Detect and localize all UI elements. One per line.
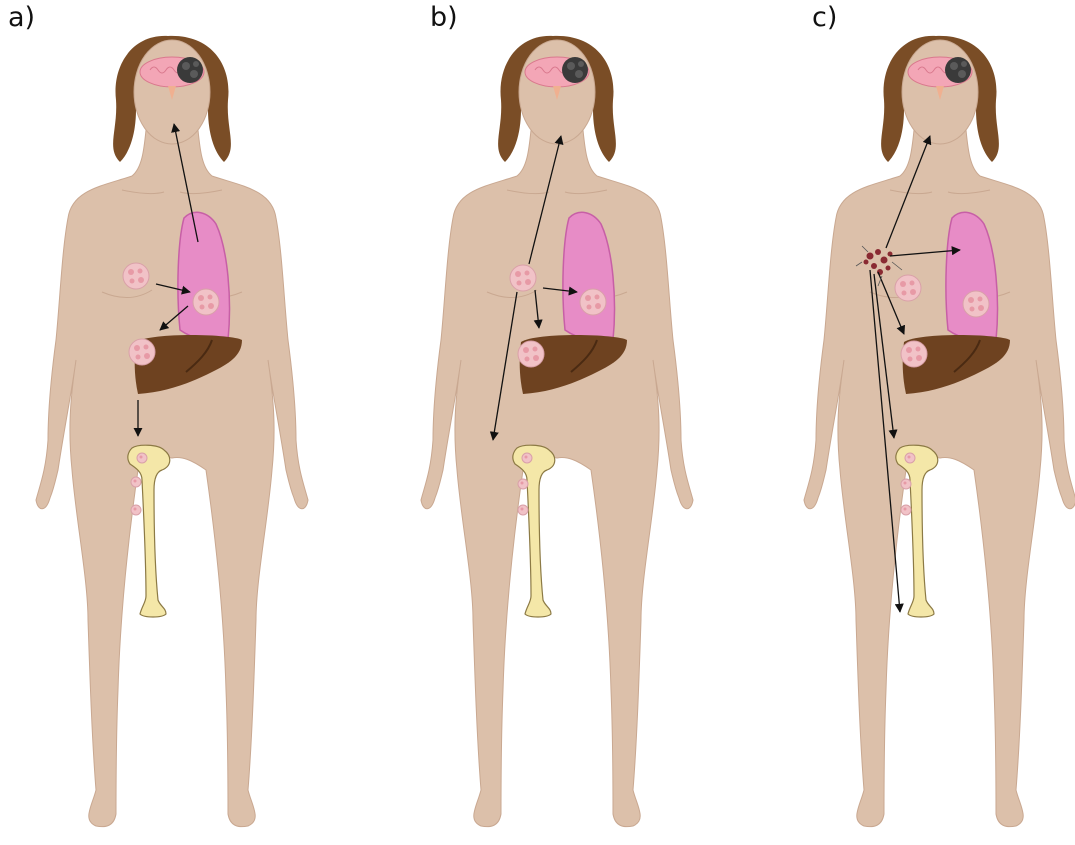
body-c: [804, 40, 1075, 827]
liver-lesion-b: [518, 341, 544, 367]
bone-lesion-b2: [518, 479, 528, 489]
bone-lesion-a2: [131, 477, 141, 487]
liver-lesion-c: [901, 341, 927, 367]
lung-lesion-b: [580, 289, 606, 315]
bone-lesion-c3: [901, 505, 911, 515]
figure-a: [36, 36, 308, 827]
bone-lesion-c2: [901, 479, 911, 489]
breast-tumor-b: [510, 265, 536, 291]
liver-lesion-a: [129, 339, 155, 365]
bone-lesion-a3: [131, 505, 141, 515]
breast-tumor-c: [895, 275, 921, 301]
figure-c: [804, 36, 1075, 827]
figure-b: [421, 36, 693, 827]
lung-lesion-a: [193, 289, 219, 315]
body-b: [421, 40, 693, 827]
lung-lesion-c: [963, 291, 989, 317]
body-a: [36, 40, 308, 827]
bone-lesion-c1: [905, 453, 915, 463]
bone-lesion-b3: [518, 505, 528, 515]
bone-lesion-a1: [137, 453, 147, 463]
breast-tumor-a: [123, 263, 149, 289]
bone-lesion-b1: [522, 453, 532, 463]
